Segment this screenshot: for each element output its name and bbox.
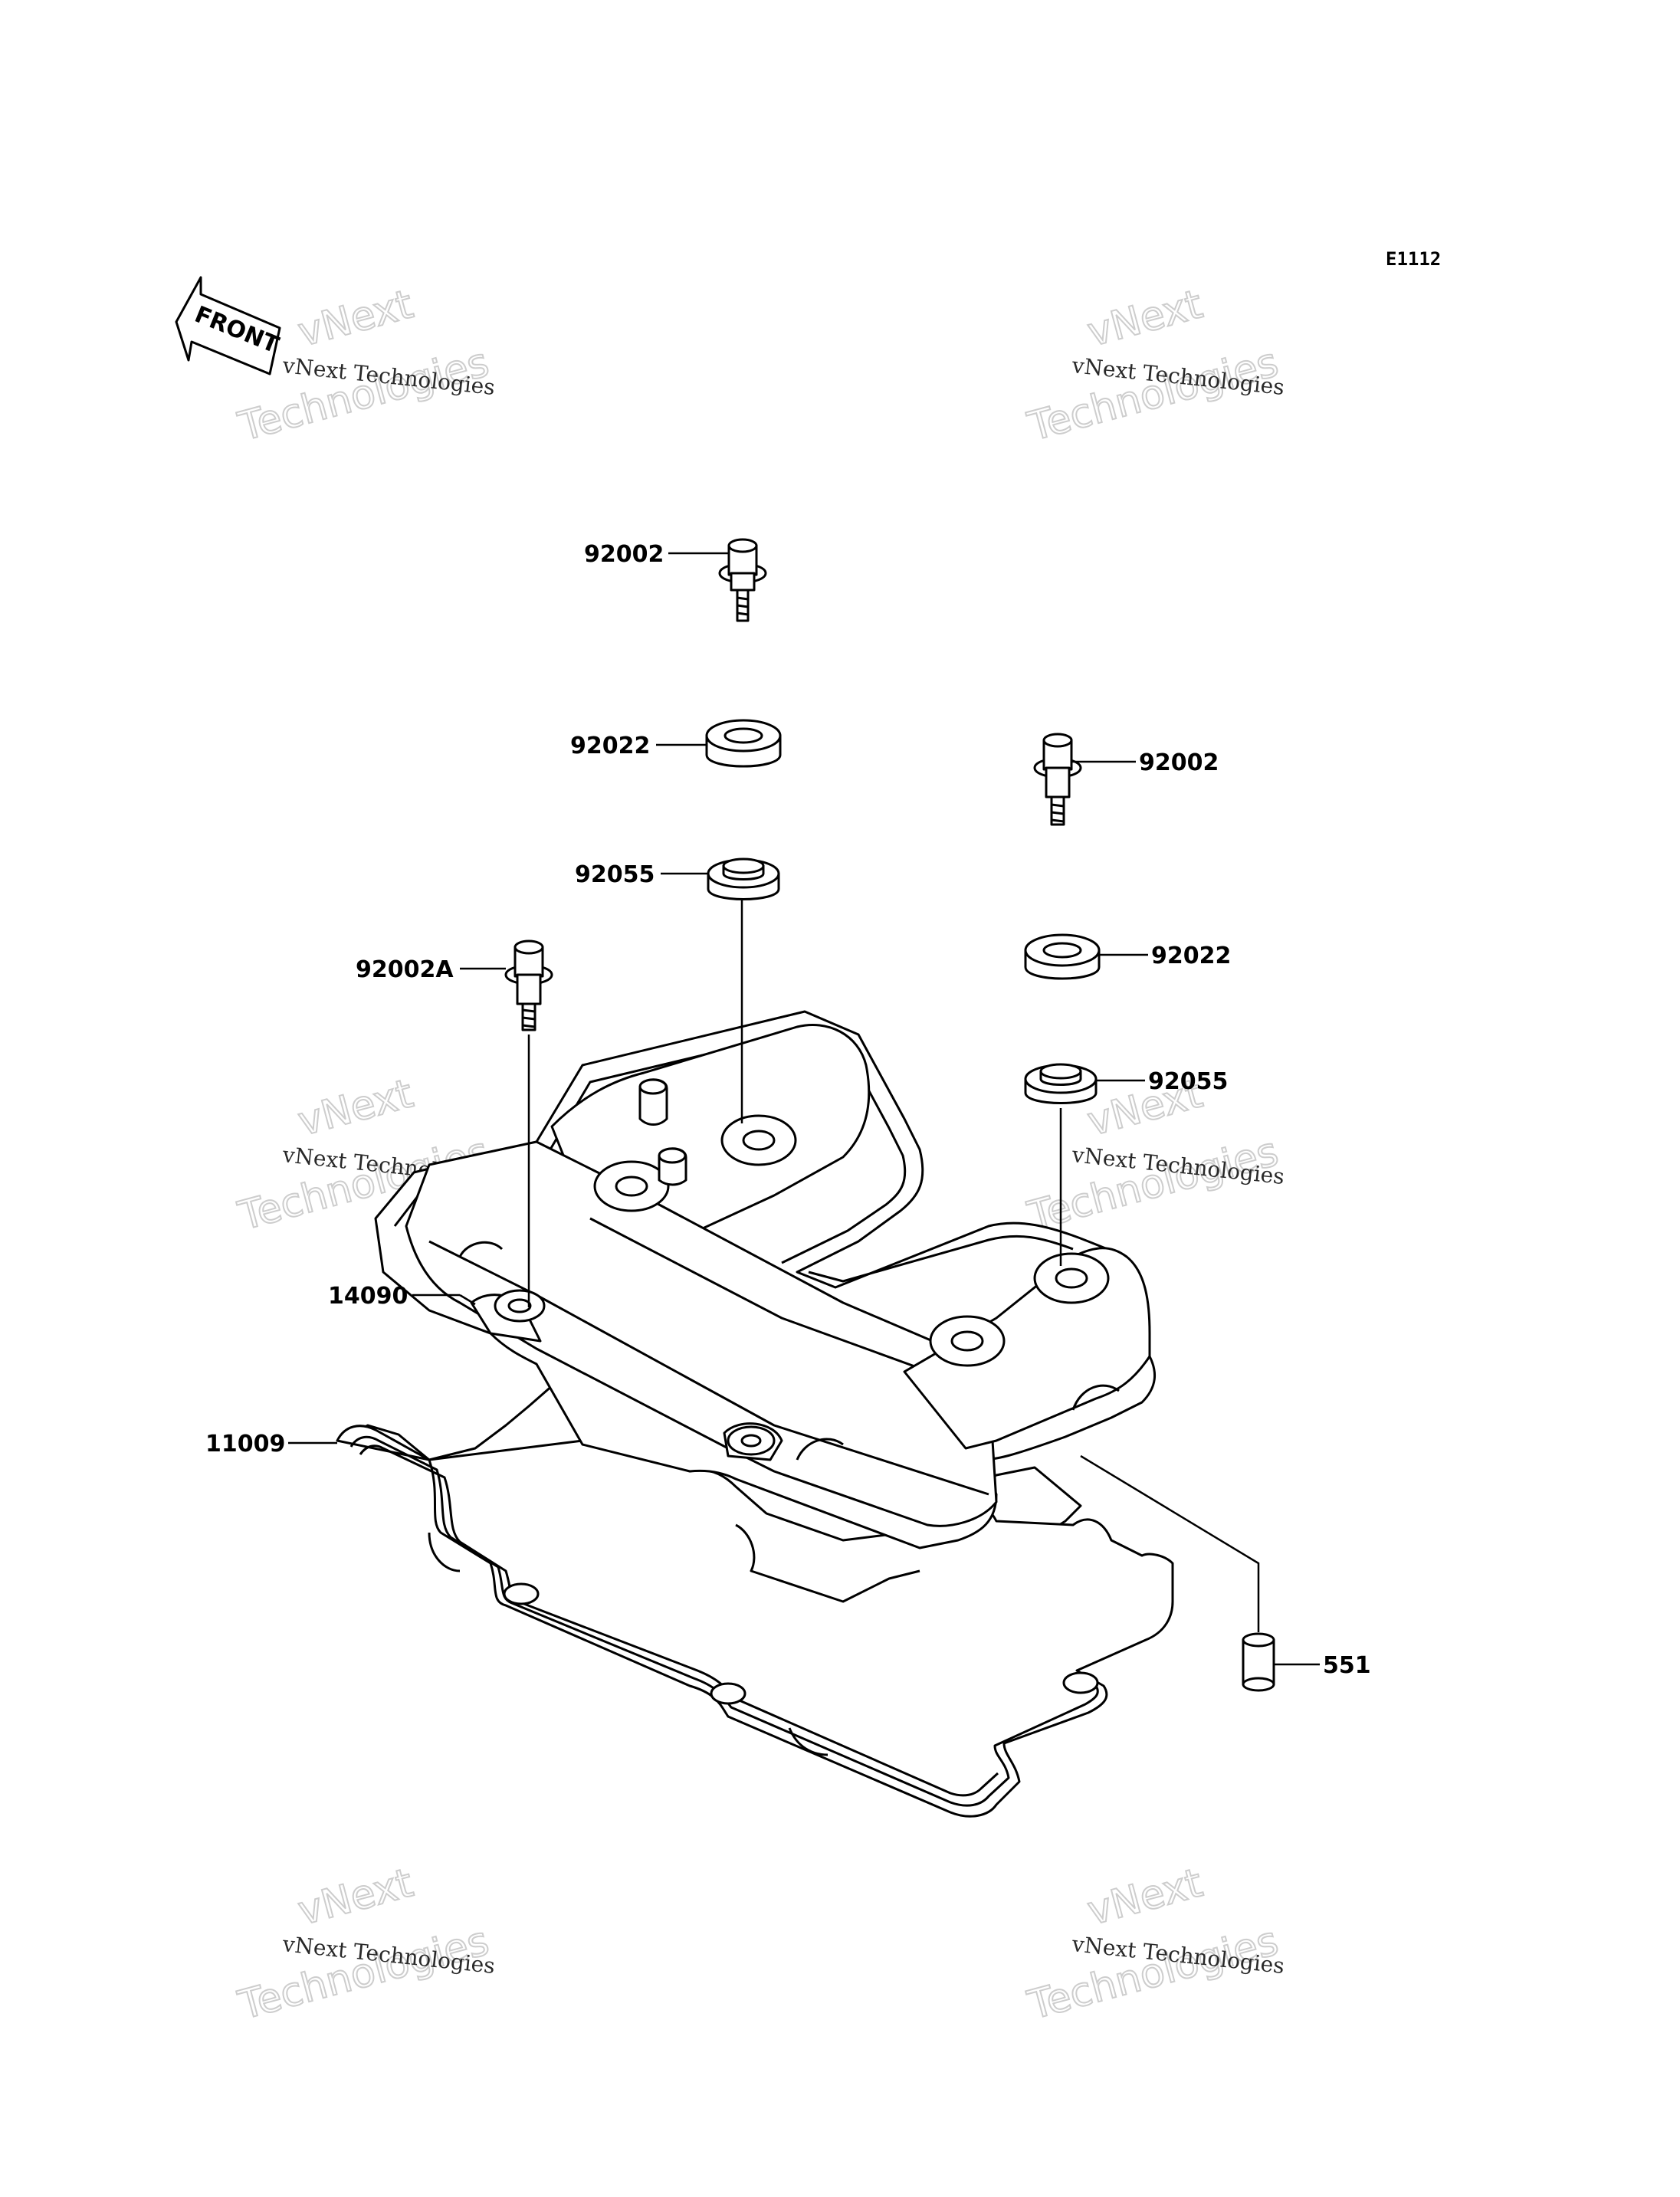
bolt-92002-right [1033,733,1082,826]
callout-14090: 14090 [328,1283,408,1310]
watermark-big-top: vNext [294,1071,418,1145]
watermark-big-top: vNext [294,281,418,356]
washer-92022-right [1024,933,1101,980]
watermark-big-top: vNext [1083,1860,1207,1934]
callout-92055-top: 92055 [575,861,655,888]
washer-92022-top [705,719,782,768]
callout-551: 551 [1323,1652,1371,1679]
watermark-big-top: vNext [294,1860,418,1934]
watermark-2: vNext Technologies vNext Technologies [1022,280,1285,451]
watermark-5: vNext Technologies vNext Technologies [233,1859,496,2030]
watermark-6: vNext Technologies vNext Technologies [1022,1859,1285,2030]
callout-92022-right: 92022 [1151,943,1231,969]
callout-92055-right: 92055 [1148,1068,1228,1095]
leader-lines [288,552,1320,1666]
bolt-92002-top [718,538,767,622]
bolt-92002A-left [504,939,553,1031]
front-arrow-icon: FRONT [175,276,283,375]
grommet-92055-right [1024,1063,1098,1104]
cover-14090 [374,1010,1157,1603]
dowel-551 [1242,1632,1275,1692]
callout-11009: 11009 [205,1431,285,1458]
watermark-1: vNext Technologies vNext Technologies [233,280,496,451]
callout-92002-top: 92002 [584,541,664,568]
grommet-92055-top [707,857,780,900]
callout-92002A-left: 92002A [356,956,454,983]
watermark-big-top: vNext [1083,281,1207,356]
diagram-code: E1112 [1386,248,1441,270]
callout-92002-right: 92002 [1139,749,1219,776]
callout-92022-top: 92022 [570,733,650,759]
